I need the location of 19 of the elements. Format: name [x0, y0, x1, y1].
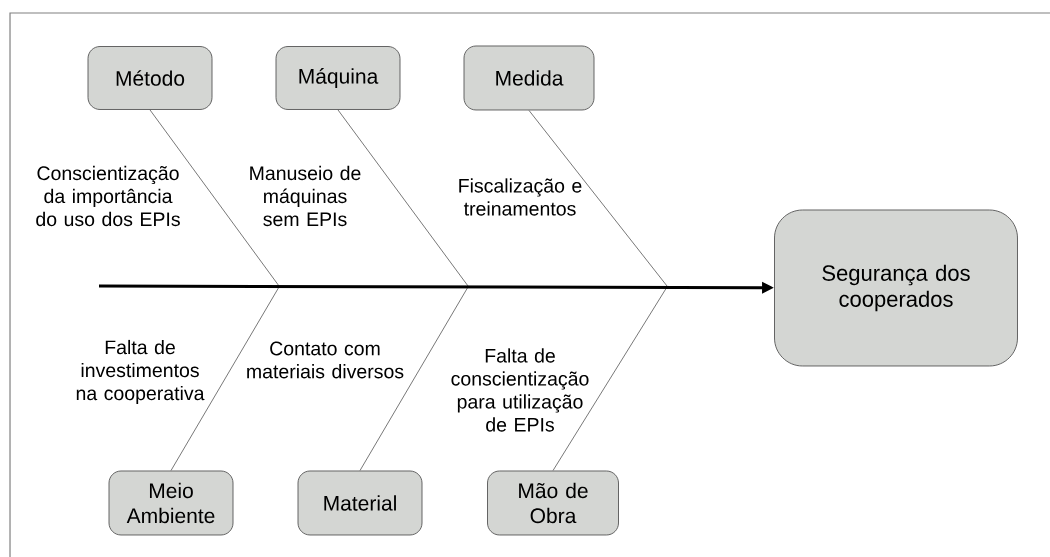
bone-line: [359, 286, 469, 471]
category-box: Mão de Obra: [487, 470, 619, 536]
category-box: Material: [297, 470, 423, 536]
bone-line: [552, 286, 668, 471]
bone-line: [149, 109, 280, 287]
bone-line: [337, 109, 469, 287]
cause-text: Manuseio de máquinas sem EPIs: [250, 165, 361, 227]
cause-text: Contato com materiais diversos: [247, 341, 404, 379]
bone-line: [170, 286, 280, 471]
effect-box: Segurança dos cooperados: [774, 209, 1018, 367]
cause-text: Falta de investimentos na cooperativa: [76, 339, 205, 405]
category-box: Método: [87, 46, 213, 110]
category-box: Máquina: [275, 46, 401, 110]
cause-text: Fiscalização e treinamentos: [459, 178, 582, 216]
category-box: Meio Ambiente: [108, 470, 234, 536]
bone-line: [528, 110, 668, 287]
cause-text: Conscientização da importância do uso dos EPIs: [36, 165, 180, 227]
cause-text: Falta de conscientização para utilização de EPIs: [451, 348, 589, 432]
category-box: Medida: [463, 45, 595, 111]
